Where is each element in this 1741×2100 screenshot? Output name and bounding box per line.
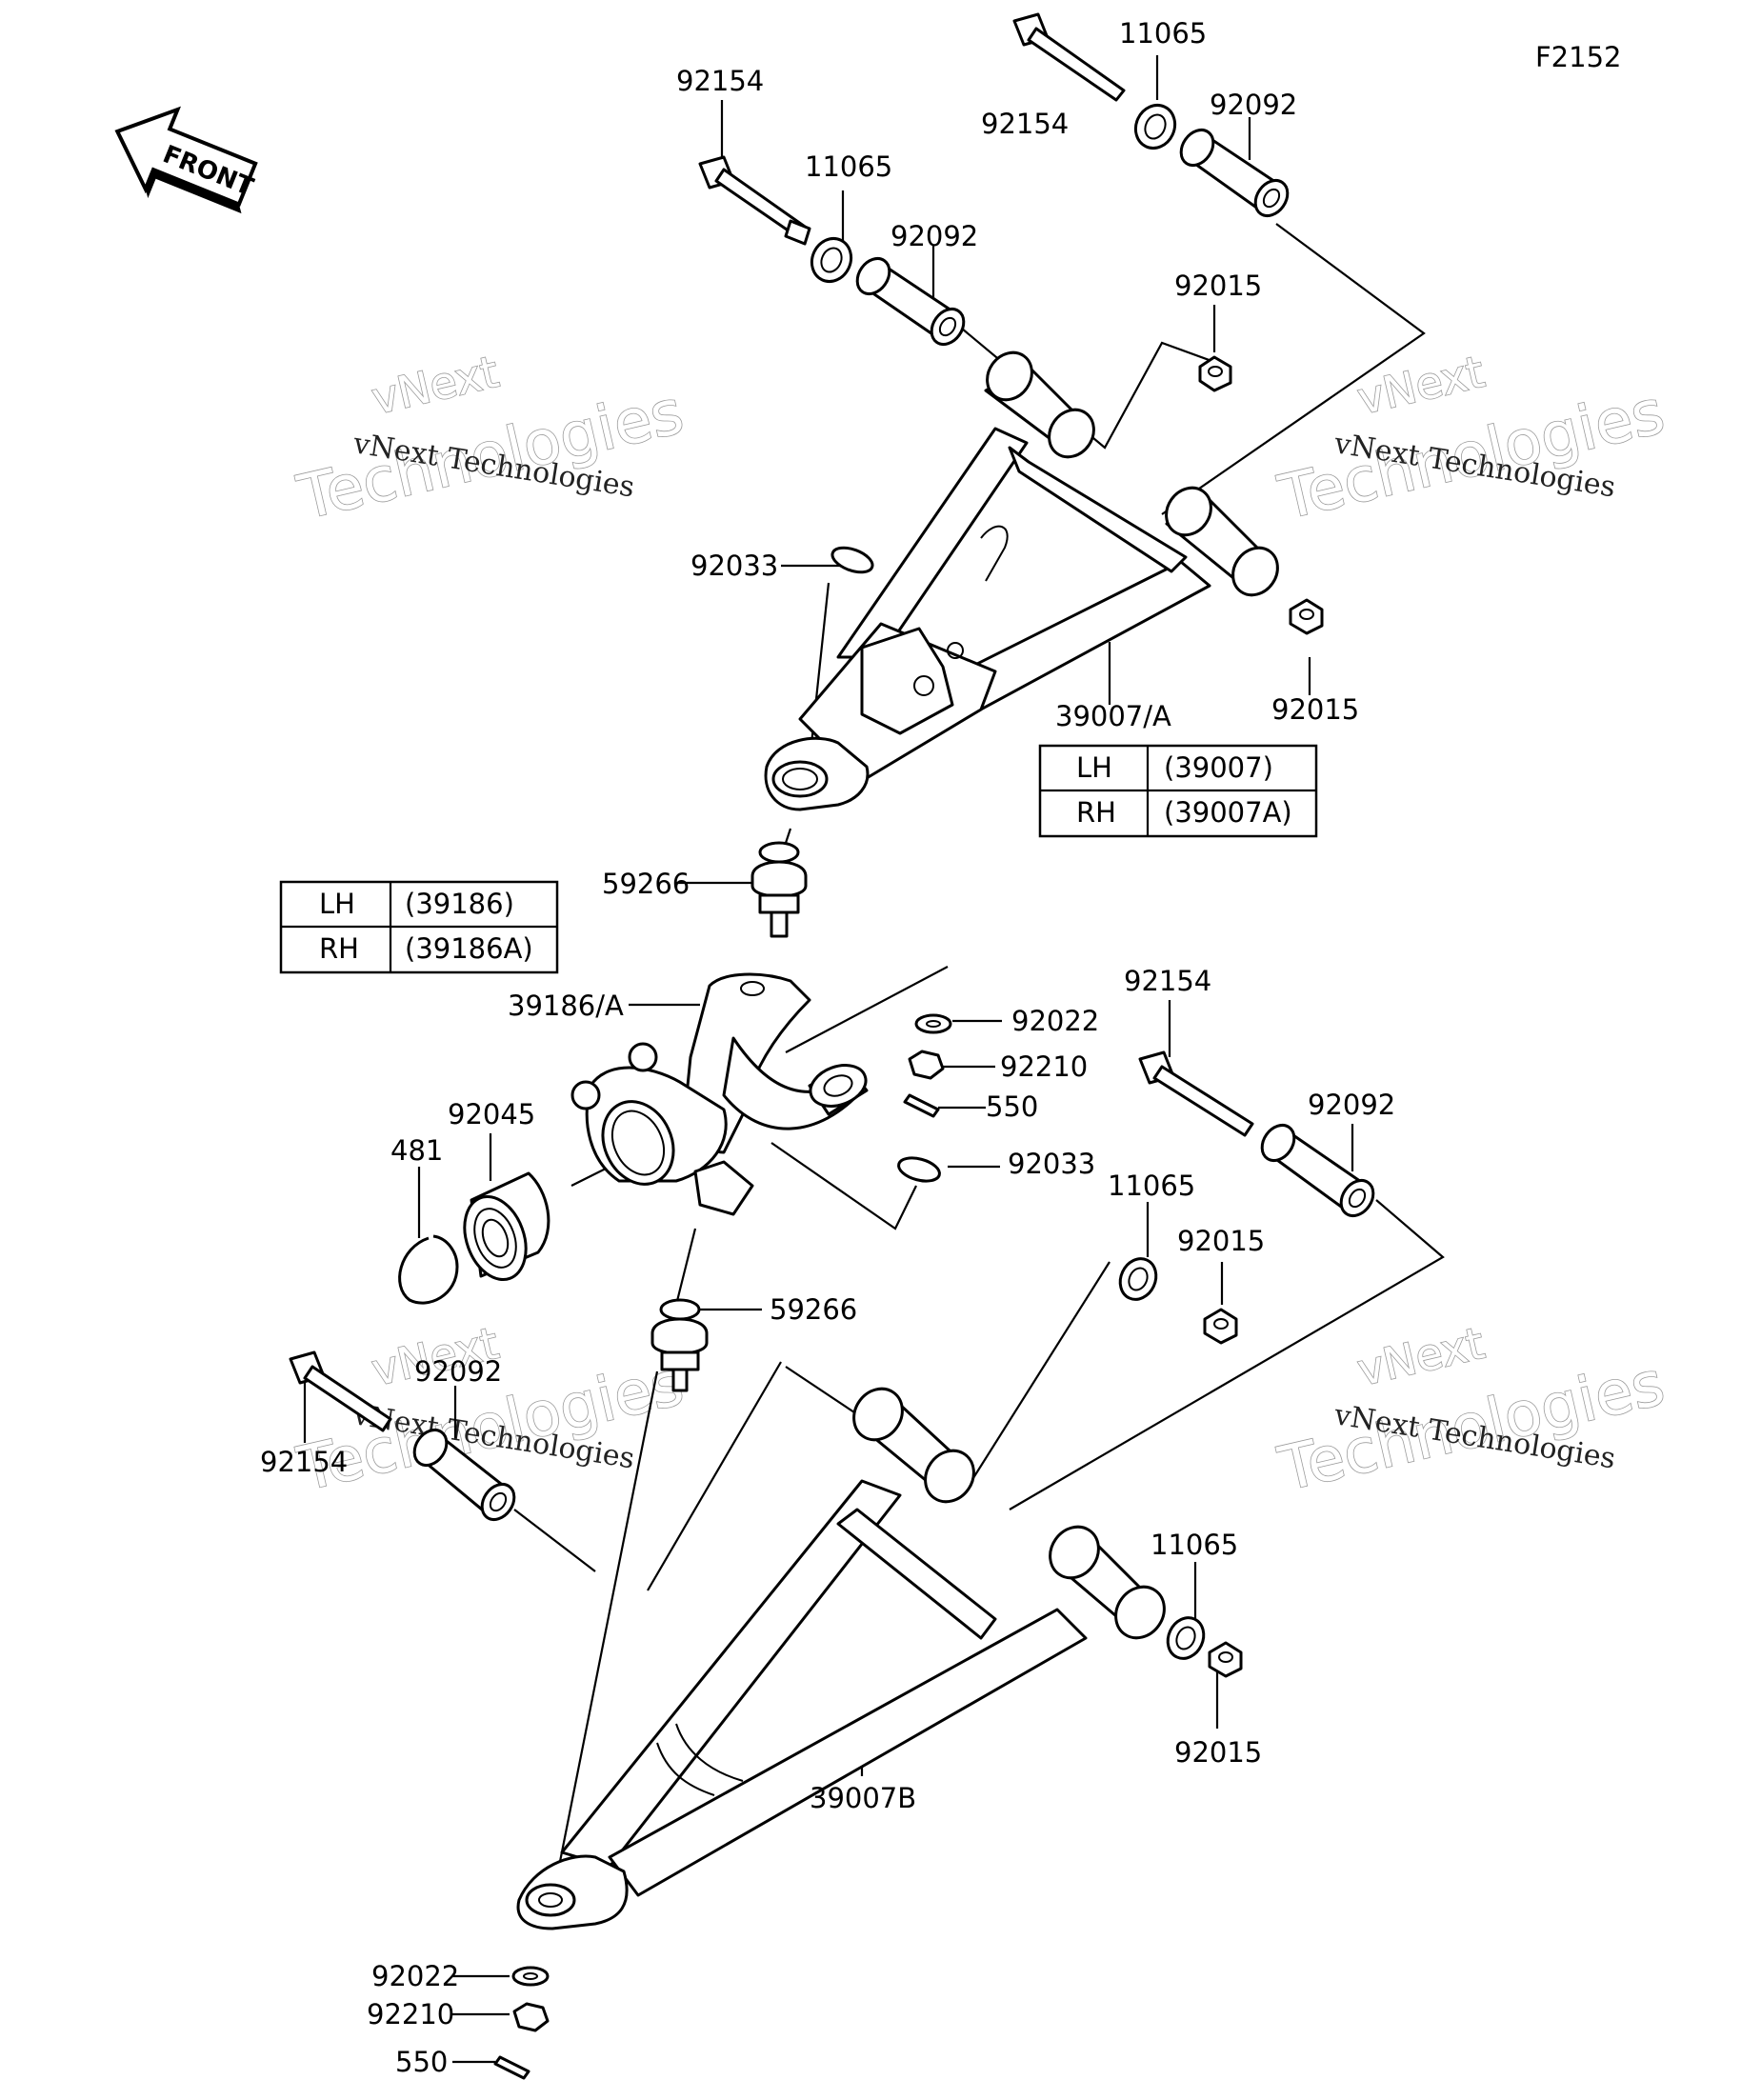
callout-ball-joint-upper: 59266 xyxy=(602,868,690,900)
castle-nut-mid xyxy=(908,1050,945,1080)
washer-lower-a xyxy=(1118,1257,1158,1301)
washer-mid-hole xyxy=(926,1020,941,1028)
upper-table-part-lh: (39007) xyxy=(1164,751,1273,784)
callout-lower-arm: 39007B xyxy=(810,1782,916,1814)
callout-bushing-lower-right: 92092 xyxy=(1308,1089,1395,1121)
castle-nut-bottom xyxy=(512,2002,550,2032)
callout-castle-nut-mid: 92210 xyxy=(1000,1050,1088,1083)
watermark-top-left: vNext Technologies vNext Technologies xyxy=(290,345,690,535)
knuckle-leader-lines xyxy=(417,966,1002,1311)
callout-knuckle: 39186/A xyxy=(508,990,624,1022)
callout-circlip-mid: 92033 xyxy=(1008,1148,1095,1180)
washer-top-right xyxy=(1133,104,1177,150)
lower-a-arm xyxy=(516,1387,1166,1930)
callout-ball-joint-lower: 59266 xyxy=(770,1293,857,1326)
callout-bearing: 92045 xyxy=(448,1098,535,1130)
circlip-mid xyxy=(897,1156,941,1183)
callout-washer-top-left: 11065 xyxy=(805,150,892,183)
upper-arm-variant-table: LH (39007) RH (39007A) xyxy=(1038,744,1318,838)
knuckle-table-side-lh: LH xyxy=(319,888,355,920)
ball-joint-upper xyxy=(750,841,808,938)
washer-top-left xyxy=(810,237,853,283)
callout-bolt-lower-left: 92154 xyxy=(260,1446,348,1478)
svg-text:vNext: vNext xyxy=(1352,346,1489,425)
nut-upper-mid xyxy=(1198,355,1232,392)
callout-cotter-pin-bottom: 550 xyxy=(395,2046,448,2078)
upper-table-part-rh: (39007A) xyxy=(1164,796,1292,829)
bushing-top-right xyxy=(1179,128,1290,218)
washer-bottom xyxy=(511,1966,550,1987)
washer-top-right-hole xyxy=(1144,113,1167,140)
callout-washer-lower-b: 11065 xyxy=(1151,1529,1238,1561)
callout-washer-mid: 92022 xyxy=(1011,1005,1099,1037)
watermark-bottom-right: vNext Technologies vNext Technologies xyxy=(1271,1316,1671,1507)
callout-castle-nut-bottom: 92210 xyxy=(367,1998,454,2030)
washer-mid xyxy=(914,1013,952,1034)
lower-leader-lines xyxy=(303,1000,1445,2064)
steering-knuckle xyxy=(570,972,869,1216)
wheel-bearing xyxy=(463,1171,550,1282)
callout-bolt-top-right: 92154 xyxy=(981,108,1069,140)
bolt-top-right xyxy=(1012,12,1126,102)
bushing-lower-left xyxy=(412,1428,516,1522)
washer-bottom-hole xyxy=(523,1972,538,1980)
callout-snap-ring: 481 xyxy=(390,1134,443,1167)
upper-table-side-rh: RH xyxy=(1076,796,1116,829)
circlip-upper xyxy=(830,546,874,574)
washer-lower-b xyxy=(1166,1616,1206,1660)
callout-washer-bottom: 92022 xyxy=(371,1960,459,1992)
callout-labels: 92154 11065 92092 11065 92154 92092 9201… xyxy=(260,17,1395,2078)
front-direction-arrow-icon: FRONT xyxy=(114,106,258,214)
bolt-lower-left xyxy=(289,1350,392,1432)
upper-a-arm xyxy=(764,350,1279,811)
nut-upper-right xyxy=(1289,598,1324,635)
upper-leader-lines xyxy=(720,55,1426,858)
knuckle-variant-table: LH (39186) RH (39186A) xyxy=(279,880,559,974)
knuckle-table-part-lh: (39186) xyxy=(405,888,514,920)
washer-top-left-hole xyxy=(820,247,843,273)
nut-lower-a xyxy=(1203,1308,1238,1345)
bolt-top-left xyxy=(698,155,811,246)
nut-lower-b xyxy=(1208,1641,1243,1678)
callout-nut-upper-mid: 92015 xyxy=(1174,270,1262,302)
bushing-lower-right xyxy=(1260,1123,1375,1218)
ball-joint-lower xyxy=(650,1298,709,1392)
washer-lower-a-hole xyxy=(1128,1267,1149,1291)
callout-bolt-top-left: 92154 xyxy=(676,65,764,97)
snap-ring xyxy=(398,1234,459,1305)
cotter-pin-mid xyxy=(903,1093,940,1118)
knuckle-table-part-rh: (39186A) xyxy=(405,932,533,965)
watermark-top-right: vNext Technologies vNext Technologies xyxy=(1271,345,1671,535)
callout-bolt-lower-right: 92154 xyxy=(1124,965,1211,997)
upper-table-side-lh: LH xyxy=(1076,751,1112,784)
callout-nut-lower-b: 92015 xyxy=(1174,1736,1262,1769)
callout-bushing-top-right: 92092 xyxy=(1210,89,1297,121)
svg-text:vNext: vNext xyxy=(367,346,503,425)
figure-code: F2152 xyxy=(1535,41,1621,73)
svg-text:vNext: vNext xyxy=(1352,1317,1489,1396)
callout-nut-upper-right: 92015 xyxy=(1271,693,1359,726)
callout-washer-lower-a: 11065 xyxy=(1108,1170,1195,1202)
bushing-top-left xyxy=(855,256,966,347)
callout-upper-arm: 39007/A xyxy=(1055,700,1171,732)
callout-nut-lower-a: 92015 xyxy=(1177,1225,1265,1257)
callout-bushing-lower-left: 92092 xyxy=(414,1355,502,1388)
callout-bushing-top-left: 92092 xyxy=(891,220,978,252)
washer-lower-b-hole xyxy=(1175,1626,1196,1650)
callout-cotter-pin-mid: 550 xyxy=(986,1090,1038,1123)
callout-washer-top-right: 11065 xyxy=(1119,17,1207,50)
cotter-pin-bottom xyxy=(493,2055,530,2080)
callout-circlip-upper: 92033 xyxy=(690,550,778,582)
bolt-lower-right xyxy=(1138,1050,1254,1137)
knuckle-table-side-rh: RH xyxy=(319,932,359,965)
